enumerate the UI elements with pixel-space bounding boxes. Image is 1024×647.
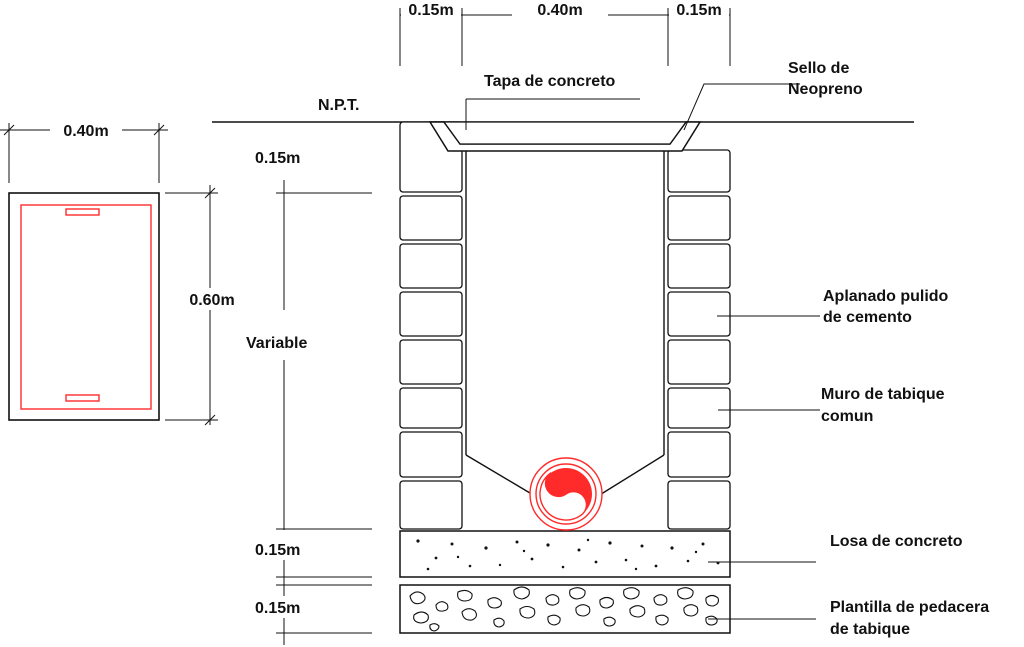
section-view: N.P.T. 0.15m 0.40m 0.15m 0.15m Variable … [212,0,989,645]
concrete-slab [399,530,731,578]
dim-top-right: 0.15m [676,2,721,19]
plan-inner-red-outline [20,204,152,410]
left-brick-wall [399,121,463,530]
plan-width-label: 0.40m [63,123,108,140]
drain-pipe-icon [529,457,603,531]
label-muro-line1: Muro de tabique [821,386,945,403]
plan-outer-frame [8,192,160,421]
concrete-cover [428,121,702,152]
label-plantilla-line1: Plantilla de pedacera [830,599,989,616]
label-sello-line1: Sello de [788,60,849,77]
rubble-base [399,584,731,634]
right-brick-wall [667,149,731,530]
plan-handle-top [65,208,100,216]
label-aplanado-line2: de cemento [823,309,912,326]
dim-slab-thickness: 0.15m [255,542,300,559]
npt-label: N.P.T. [318,97,360,114]
plan-handle-bottom [65,394,100,402]
dim-variable: Variable [246,335,307,352]
label-tapa-de-concreto: Tapa de concreto [484,73,616,90]
dim-top-left: 0.15m [408,2,453,19]
label-plantilla-line2: de tabique [830,621,910,638]
dim-top-center: 0.40m [537,2,582,19]
dim-base-thickness: 0.15m [255,600,300,617]
plan-height-label: 0.60m [189,292,234,309]
plan-view: 0.40m 0.60m [0,120,246,426]
label-losa-de-concreto: Losa de concreto [830,533,963,550]
label-sello-line2: Neopreno [788,81,863,98]
label-muro-line2: comun [821,408,873,425]
dim-cover-thickness: 0.15m [255,150,300,167]
label-aplanado-line1: Aplanado pulido [823,288,949,305]
